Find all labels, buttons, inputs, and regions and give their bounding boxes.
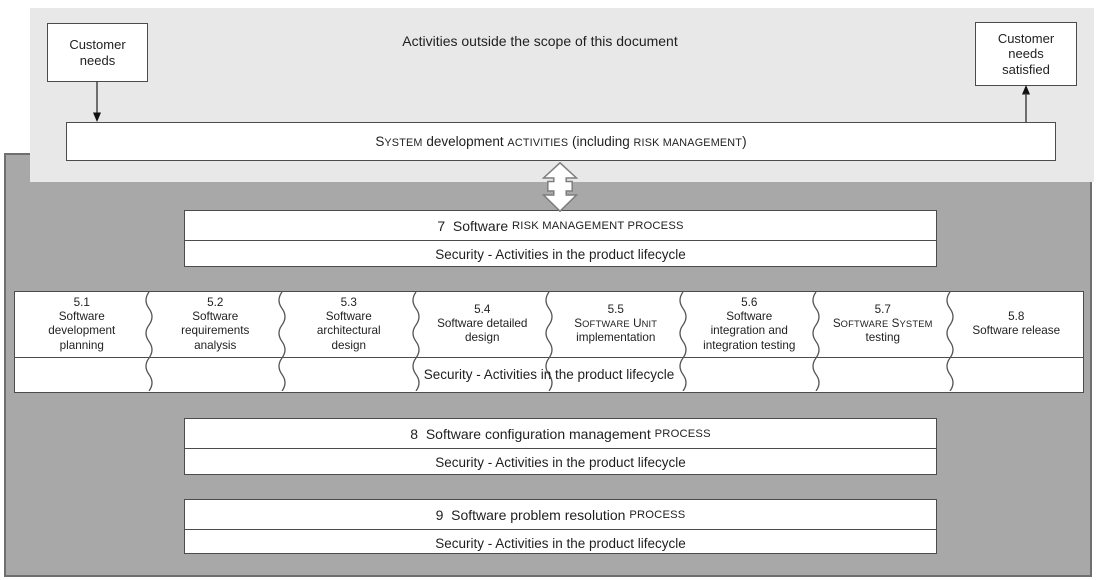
lifecycle-security-strip: Security - Activities in the product lif… (15, 356, 1083, 393)
configuration-management-process-box: 8 Software configuration management PROC… (184, 418, 937, 475)
wavy-separator (278, 292, 286, 391)
cell-number: 5.7 (874, 302, 891, 316)
risk-management-process-box: 7 Software RISK MANAGEMENT PROCESS Secur… (184, 210, 937, 267)
process7-title: 7 Software RISK MANAGEMENT PROCESS (437, 217, 684, 234)
cell-number: 5.2 (207, 295, 224, 309)
wavy-separator (678, 292, 687, 391)
process8-title: 8 Software configuration management PROC… (410, 425, 711, 442)
process8-security-label: Security - Activities in the product lif… (185, 448, 936, 476)
system-development-activities-label: SYSTEM development ACTIVITIES (including… (375, 134, 747, 149)
outside-scope-label: Activities outside the scope of this doc… (402, 33, 678, 49)
bidirectional-arrow-icon (542, 162, 578, 212)
wavy-separator (812, 292, 820, 391)
system-development-activities-box: SYSTEM development ACTIVITIES (including… (66, 122, 1056, 161)
cell-number: 5.6 (741, 295, 758, 309)
cell-number: 5.1 (73, 295, 90, 309)
cell-number: 5.8 (1008, 309, 1025, 323)
cell-number: 5.5 (607, 302, 624, 316)
lifecycle-security-label: Security - Activities in the product lif… (423, 367, 675, 383)
process9-security-label: Security - Activities in the product lif… (185, 529, 936, 557)
wavy-separator (144, 292, 153, 391)
down-arrow-icon (93, 81, 101, 122)
wavy-separator (545, 292, 553, 391)
wavy-separator (411, 292, 420, 391)
cell-number: 5.3 (340, 295, 357, 309)
wavy-separator (945, 292, 954, 391)
cell-number: 5.4 (474, 302, 491, 316)
problem-resolution-process-box: 9 Software problem resolution PROCESS Se… (184, 499, 937, 554)
up-arrow-icon (1022, 85, 1030, 123)
process9-title: 9 Software problem resolution PROCESS (435, 506, 686, 523)
process7-security-label: Security - Activities in the product lif… (185, 240, 936, 268)
